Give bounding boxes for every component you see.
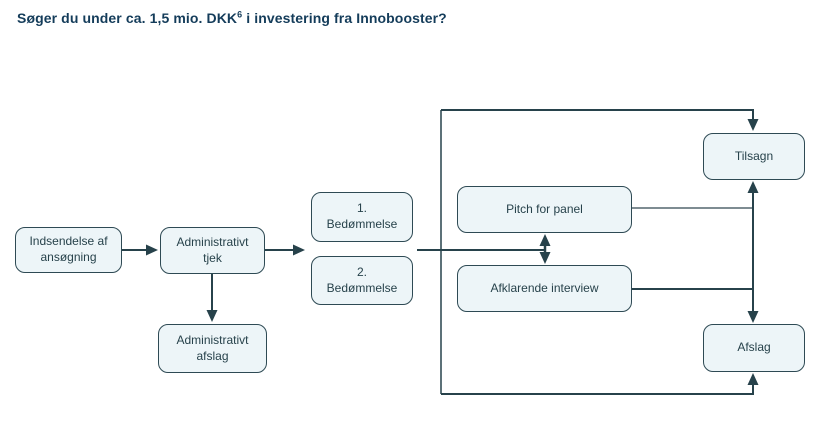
arrow-tjek-to-bedoemmelse bbox=[265, 244, 305, 256]
page-title: Søger du under ca. 1,5 mio. DKK6 i inves… bbox=[17, 10, 447, 26]
node-tilsagn: Tilsagn bbox=[703, 133, 805, 180]
node-administrativt-tjek: Administrativt tjek bbox=[160, 227, 265, 274]
node-indsendelse-af-ansoegning: Indsendelse af ansøgning bbox=[15, 227, 122, 273]
node-2-bedoemmelse: 2. Bedømmelse bbox=[311, 256, 413, 305]
title-suffix: i investering fra Innobooster? bbox=[242, 10, 447, 26]
node-label: Tilsagn bbox=[734, 148, 774, 163]
node-label: 1. Bedømmelse bbox=[326, 201, 398, 231]
node-pitch-for-panel: Pitch for panel bbox=[457, 186, 632, 233]
arrow-loop-top-to-tilsagn bbox=[441, 109, 759, 131]
arrow-tjek-to-admin-afslag bbox=[206, 274, 218, 322]
node-label: Afklarende interview bbox=[490, 280, 599, 295]
node-label: Administrativt tjek bbox=[176, 234, 249, 265]
title-footnote-marker: 6 bbox=[237, 9, 243, 20]
node-label: Indsendelse af ansøgning bbox=[29, 234, 108, 264]
node-label: Administrativt afslag bbox=[176, 332, 249, 363]
node-administrativt-afslag: Administrativt afslag bbox=[158, 324, 267, 373]
node-1-bedoemmelse: 1. Bedømmelse bbox=[311, 192, 413, 242]
arrow-indsendelse-to-tjek bbox=[122, 244, 158, 256]
node-afklarende-interview: Afklarende interview bbox=[457, 265, 632, 312]
node-label: Afslag bbox=[737, 340, 771, 355]
node-label: 2. Bedømmelse bbox=[326, 264, 398, 295]
node-label: Pitch for panel bbox=[506, 201, 583, 216]
title-prefix: Søger du under ca. 1,5 mio. DKK bbox=[17, 10, 238, 26]
arrow-bus-tilsagn-afslag bbox=[747, 181, 759, 323]
arrow-loop-bottom-to-afslag bbox=[441, 373, 759, 395]
double-arrow-pitch-interview bbox=[539, 234, 551, 264]
node-afslag: Afslag bbox=[703, 324, 805, 372]
